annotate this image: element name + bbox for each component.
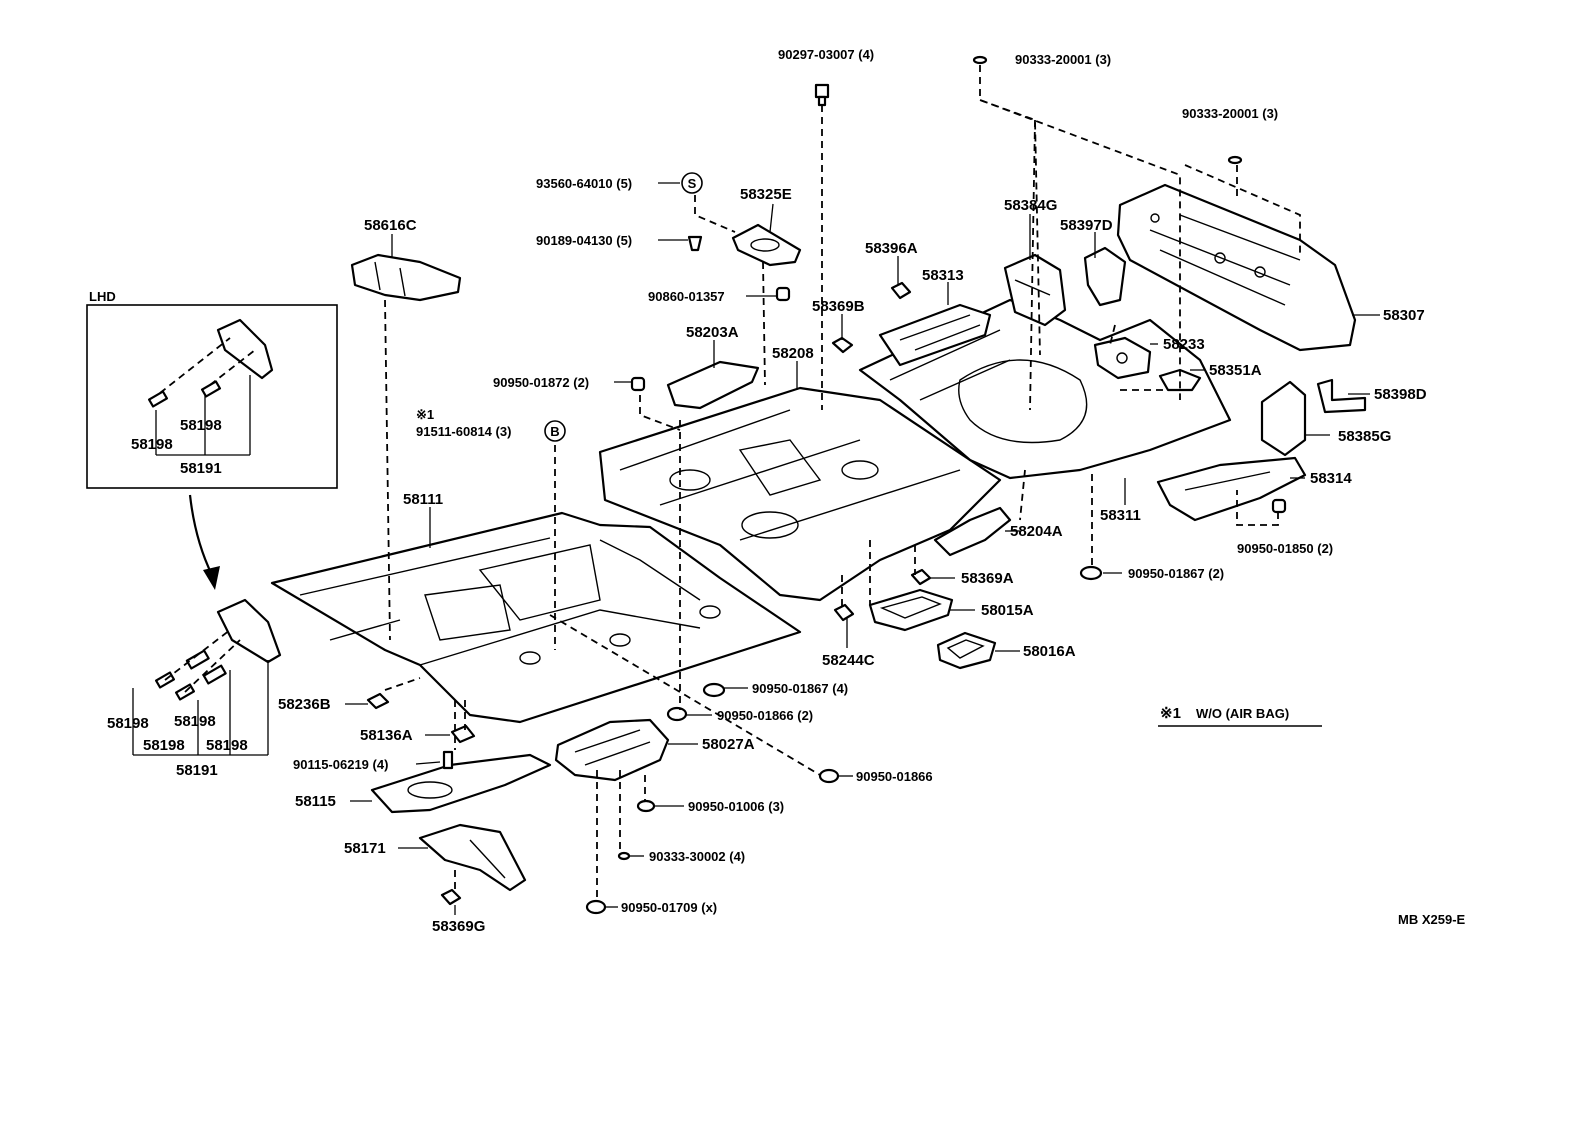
label-58203A: 58203A <box>686 324 739 341</box>
bracket-58384G <box>1003 253 1067 327</box>
label-58616C: 58616C <box>364 217 417 234</box>
label-91511: 91511-60814 (3) <box>416 424 511 439</box>
label-58236B: 58236B <box>278 696 331 713</box>
bracket-58397D <box>1083 246 1127 307</box>
center-floor-58208 <box>598 386 1002 602</box>
label-58325E: 58325E <box>740 186 792 203</box>
bracket-58203A <box>666 360 760 410</box>
label-58208: 58208 <box>772 345 814 362</box>
label-58198-1: 58198 <box>107 715 149 732</box>
inset-arrow-icon <box>188 494 220 590</box>
clip-58244C <box>833 603 855 622</box>
label-90333-30002: 90333-30002 (4) <box>649 849 745 864</box>
label-90950-01872: 90950-01872 (2) <box>493 375 589 390</box>
label-90950-01709: 90950-01709 (x) <box>621 900 717 915</box>
bracket-58398D <box>1316 378 1367 414</box>
label-90950-01867-b: 90950-01867 (4) <box>752 681 848 696</box>
bracket-58385G <box>1260 380 1307 457</box>
label-58204A: 58204A <box>1010 523 1063 540</box>
rear-panel-58307 <box>1116 183 1357 352</box>
label-58016A: 58016A <box>1023 643 1076 660</box>
member-58027A <box>554 718 670 782</box>
label-90189: 90189-04130 (5) <box>536 233 632 248</box>
label-58191: 58191 <box>176 762 218 779</box>
label-90950-01850: 90950-01850 (2) <box>1237 541 1333 556</box>
label-90860: 90860-01357 <box>648 289 725 304</box>
bracket-58171 <box>418 823 527 892</box>
label-90333-b: 90333-20001 (3) <box>1182 106 1278 121</box>
bracket-58233 <box>1093 336 1152 380</box>
label-90950-01866-b: 90950-01866 <box>856 769 933 784</box>
b-symbol: B <box>544 420 566 442</box>
inset-label-58198-b: 58198 <box>180 417 222 434</box>
footnote-text: W/O (AIR BAG) <box>1196 706 1289 721</box>
label-90115: 90115-06219 (4) <box>293 757 388 772</box>
bracket-58616C <box>350 253 462 302</box>
label-58396A: 58396A <box>865 240 918 257</box>
label-90950-01867-a: 90950-01867 (2) <box>1128 566 1224 581</box>
label-58171: 58171 <box>344 840 386 857</box>
label-58311: 58311 <box>1100 507 1141 524</box>
note-mark: ※1 <box>416 407 434 422</box>
s-symbol: S <box>681 172 703 194</box>
clip-58136A <box>450 724 476 744</box>
label-58397D: 58397D <box>1060 217 1113 234</box>
label-58233: 58233 <box>1163 336 1205 353</box>
member-58204A <box>933 506 1012 557</box>
lhd-inset-box <box>86 304 338 489</box>
label-90297: 90297-03007 (4) <box>778 47 874 62</box>
inset-label-58191: 58191 <box>180 460 222 477</box>
member-58314 <box>1156 456 1307 522</box>
label-58313: 58313 <box>922 267 964 284</box>
label-58398D: 58398D <box>1374 386 1427 403</box>
label-58314: 58314 <box>1310 470 1352 487</box>
label-90950-01006: 90950-01006 (3) <box>688 799 784 814</box>
fasteners <box>442 55 1287 915</box>
clip-58236B <box>366 692 390 710</box>
label-58136A: 58136A <box>360 727 413 744</box>
label-58027A: 58027A <box>702 736 755 753</box>
label-58115: 58115 <box>295 793 336 810</box>
label-58351A: 58351A <box>1209 362 1262 379</box>
label-58244C: 58244C <box>822 652 875 669</box>
label-93560: 93560-64010 (5) <box>536 176 632 191</box>
inset-bracket-58191 <box>147 318 274 408</box>
label-58369G: 58369G <box>432 918 485 935</box>
label-58198-3: 58198 <box>143 737 185 754</box>
label-90333-a: 90333-20001 (3) <box>1015 52 1111 67</box>
cover-58016A <box>936 631 997 670</box>
part-labels: 90297-03007 (4) 90333-20001 (3) 90333-20… <box>89 47 1466 935</box>
clip-58369B <box>831 336 854 354</box>
panel-58313 <box>878 303 992 367</box>
clip-58396A <box>890 281 912 300</box>
footnote-mark: ※1 <box>1160 705 1181 722</box>
bracket-58115 <box>370 753 552 814</box>
label-58198-4: 58198 <box>206 737 248 754</box>
inset-title: LHD <box>89 289 116 304</box>
svg-text:S: S <box>688 176 697 191</box>
label-58369A: 58369A <box>961 570 1014 587</box>
label-58015A: 58015A <box>981 602 1034 619</box>
front-floor-pan-58111 <box>270 511 802 724</box>
label-58307: 58307 <box>1383 307 1425 324</box>
svg-text:B: B <box>550 424 559 439</box>
assembly-guide-lines <box>159 65 1301 900</box>
inset-label-58198-a: 58198 <box>131 436 173 453</box>
label-58198-2: 58198 <box>174 713 216 730</box>
label-90950-01866-a: 90950-01866 (2) <box>717 708 813 723</box>
bracket-58325E <box>731 223 802 267</box>
diagram-code: MB X259-E <box>1398 912 1466 927</box>
label-58369B: 58369B <box>812 298 865 315</box>
leader-lines <box>132 182 1380 915</box>
label-58111: 58111 <box>403 491 443 508</box>
label-58385G: 58385G <box>1338 428 1391 445</box>
label-58384G: 58384G <box>1004 197 1057 214</box>
lower-bracket-58191 <box>154 598 282 701</box>
cover-58015A <box>868 588 954 632</box>
bracket-58351A <box>1158 368 1202 392</box>
clip-58369G <box>440 888 462 906</box>
